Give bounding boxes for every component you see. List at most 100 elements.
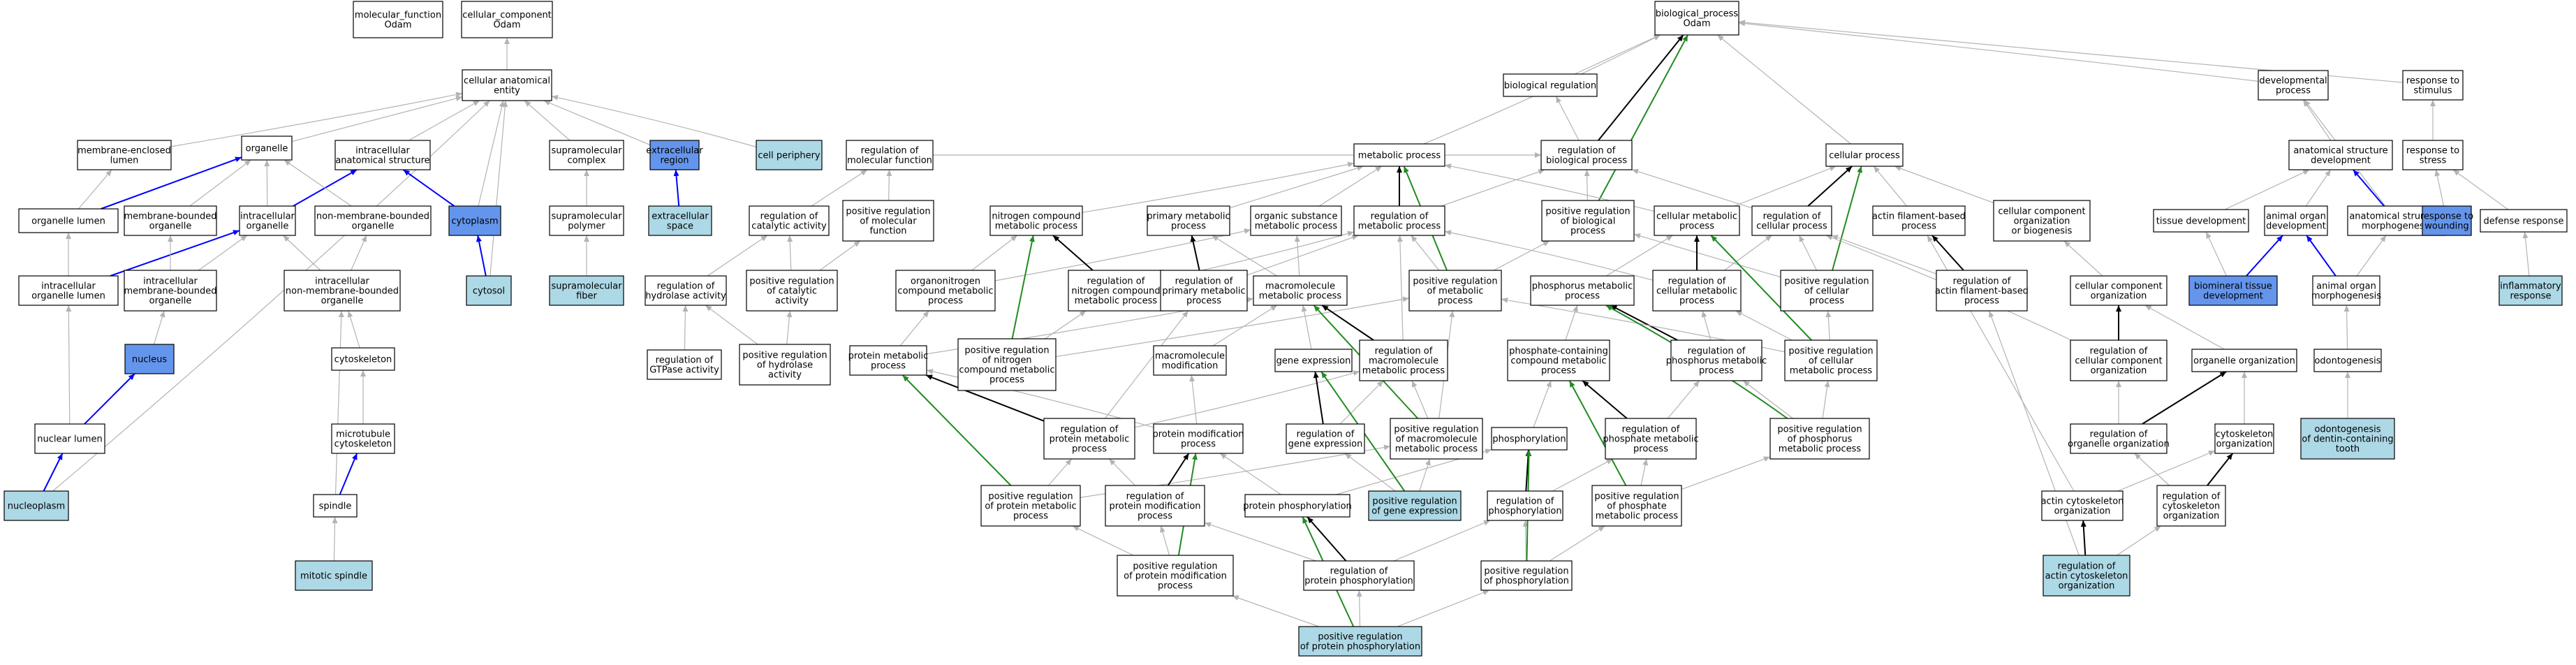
node-odonto[interactable]: odontogenesis	[2313, 349, 2382, 372]
node-cyto[interactable]: cytoplasm	[448, 205, 501, 236]
node-spindle[interactable]: spindle	[313, 494, 358, 518]
node-org[interactable]: organelle	[241, 136, 293, 161]
node-nuc[interactable]: nucleus	[124, 344, 175, 374]
node-npl[interactable]: nucleoplasm	[3, 490, 69, 521]
node-msp[interactable]: mitotic spindle	[295, 560, 373, 591]
node-breg[interactable]: biological regulation	[1503, 73, 1598, 97]
node-cper[interactable]: cell periphery	[756, 140, 823, 170]
node-phos[interactable]: phosphorylation	[1491, 427, 1568, 451]
node-orgl[interactable]: organelle lumen	[18, 208, 119, 233]
node-oo[interactable]: organelle organization	[2191, 349, 2297, 372]
node-pphos[interactable]: protein phosphorylation	[1243, 494, 1352, 518]
node-metp[interactable]: metabolic process	[1353, 143, 1445, 167]
node-dr[interactable]: defense response	[2480, 209, 2568, 233]
node-inmbo[interactable]: intracellularnon-membrane-boundedorganel…	[284, 270, 401, 312]
node-cysk[interactable]: cytoskeleton	[331, 347, 395, 371]
node-nl[interactable]: nuclear lumen	[34, 423, 105, 454]
node-cellp[interactable]: cellular process	[1825, 143, 1904, 167]
node-cytosol[interactable]: cytosol	[466, 275, 512, 306]
node-td[interactable]: tissue development	[2153, 209, 2249, 233]
node-gexp[interactable]: gene expression	[1274, 349, 1353, 372]
